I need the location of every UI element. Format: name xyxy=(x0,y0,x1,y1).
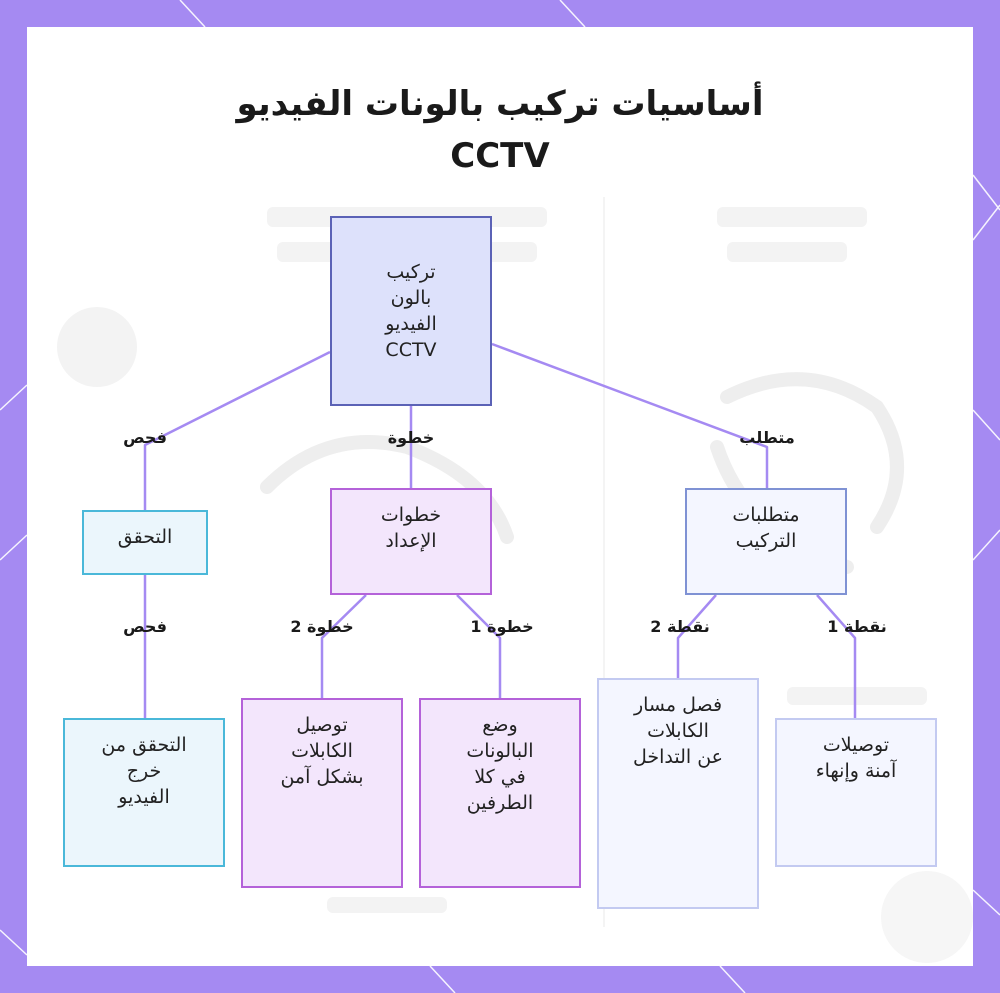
node-place-baluns-line: البالونات xyxy=(466,740,534,762)
node-place-baluns-line: الطرفين xyxy=(466,792,534,814)
node-check-output-line: الفيديو xyxy=(118,786,170,808)
node-connect-cables-line: بشكل آمن xyxy=(280,766,364,788)
edge-label-req-secure: نقطة 1 xyxy=(827,617,887,636)
node-requirements-line: متطلبات xyxy=(732,504,800,526)
node-check-output-line: التحقق من xyxy=(101,734,187,756)
node-secure-connections: توصيلات آمنة وإنهاء xyxy=(775,718,937,867)
edge-label-root-steps: خطوة xyxy=(387,428,435,447)
diagram-title: أساسيات تركيب بالونات الفيديو CCTV xyxy=(0,78,1000,182)
edge-steps-place xyxy=(456,594,502,698)
node-verify: التحقق xyxy=(82,510,208,575)
node-root-line: بالون xyxy=(390,287,432,309)
node-root-line: CCTV xyxy=(385,339,437,361)
node-secure-connections-line: توصيلات xyxy=(822,734,890,756)
node-root: تركيب بالون الفيديو CCTV xyxy=(330,216,492,406)
node-place-baluns-line: وضع xyxy=(482,714,518,736)
edge-label-verify-output: فحص xyxy=(123,617,167,636)
node-requirements-line: التركيب xyxy=(735,530,797,552)
node-verify-line: التحقق xyxy=(117,526,173,548)
edge-label-steps-connect: خطوة 2 xyxy=(290,617,354,636)
node-setup-steps: خطوات الإعداد xyxy=(330,488,492,595)
edge-req-secure xyxy=(816,594,857,718)
edge-label-root-verify: فحص xyxy=(123,428,167,447)
title-line-2: CCTV xyxy=(450,136,550,176)
node-requirements: متطلبات التركيب xyxy=(685,488,847,595)
edge-steps-connect xyxy=(320,594,367,698)
node-connect-cables-line: توصيل xyxy=(296,714,348,736)
edge-label-req-separate: نقطة 2 xyxy=(650,617,710,636)
node-place-baluns: وضع البالونات في كلا الطرفين xyxy=(419,698,581,888)
title-line-1: أساسيات تركيب بالونات الفيديو xyxy=(236,84,764,124)
node-place-baluns-line: في كلا xyxy=(474,766,526,788)
node-separate-path: فصل مسار الكابلات عن التداخل xyxy=(597,678,759,909)
node-separate-path-line: عن التداخل xyxy=(632,746,724,768)
edge-label-root-requirements: متطلب xyxy=(739,428,795,447)
node-connect-cables-line: الكابلات xyxy=(291,740,353,762)
node-root-line: الفيديو xyxy=(385,313,437,335)
node-connect-cables: توصيل الكابلات بشكل آمن xyxy=(241,698,403,888)
node-setup-steps-line: الإعداد xyxy=(385,530,437,552)
node-secure-connections-line: آمنة وإنهاء xyxy=(815,760,897,782)
node-root-line: تركيب xyxy=(386,261,436,283)
node-setup-steps-line: خطوات xyxy=(380,504,442,526)
node-separate-path-line: فصل مسار xyxy=(633,694,723,716)
edge-label-steps-place: خطوة 1 xyxy=(470,617,534,636)
edge-root-verify xyxy=(143,350,331,510)
node-check-output: التحقق من خرج الفيديو xyxy=(63,718,225,867)
node-separate-path-line: الكابلات xyxy=(647,720,709,742)
edge-req-separate xyxy=(676,594,717,678)
edge-root-requirements xyxy=(491,342,769,488)
node-check-output-line: خرج xyxy=(126,760,162,782)
